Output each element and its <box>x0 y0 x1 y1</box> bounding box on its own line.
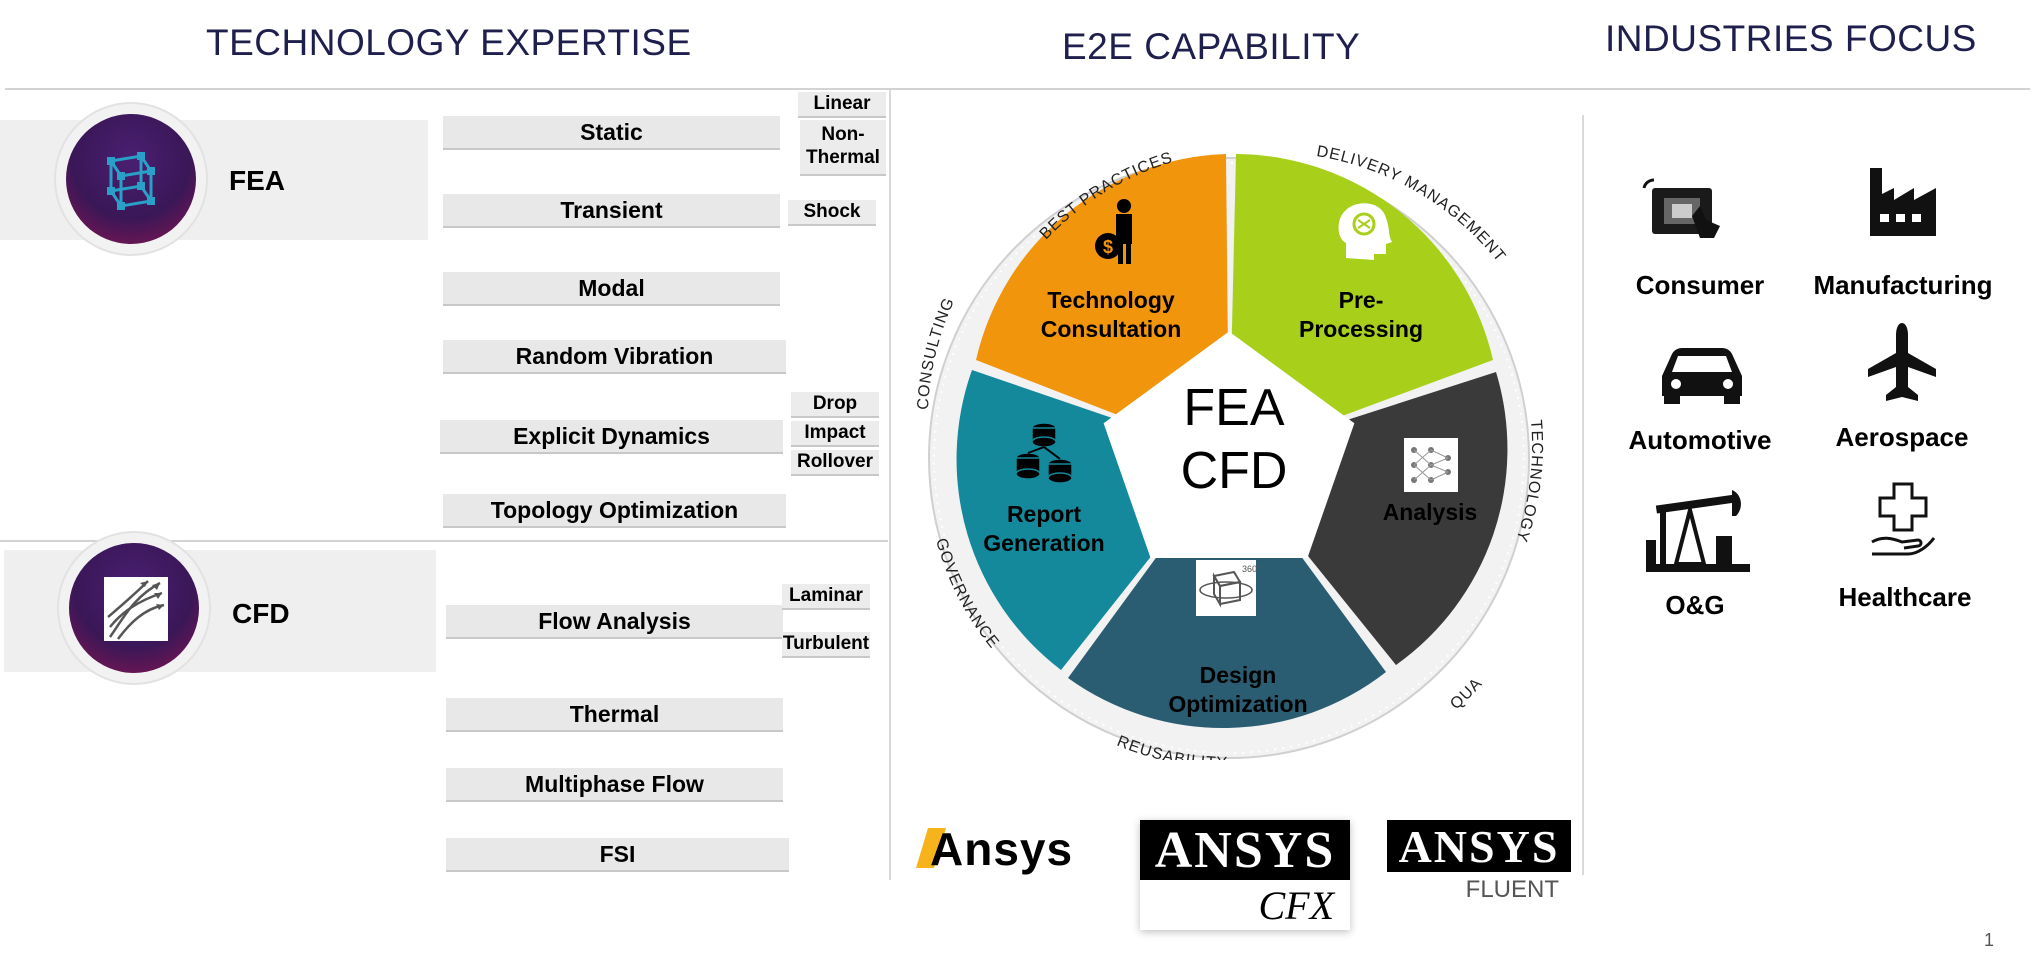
tag-non-thermal: Non- Thermal <box>800 120 886 176</box>
heading-industries-focus: INDUSTRIES FOCUS <box>1605 18 1977 59</box>
cfd-label: CFD <box>232 598 290 629</box>
industry-og: O&G <box>1665 590 1725 620</box>
industry-manufacturing: Manufacturing <box>1813 270 1993 300</box>
segment-label-generation: Generation <box>983 530 1104 556</box>
wheel-center-fea: FEA <box>1183 379 1284 437</box>
airplane-icon <box>1868 323 1936 401</box>
segment-label-optimization: Optimization <box>1168 691 1307 717</box>
e2e-capability-wheel: FEA CFD Technology Consultation Pre- Pro… <box>896 120 1544 760</box>
fea-cfd-divider <box>0 540 888 542</box>
industry-consumer: Consumer <box>1635 270 1765 300</box>
ansys-cfx-brand: ANSYS <box>1140 820 1350 880</box>
brain-head-icon <box>1338 203 1392 260</box>
database-stack-icon <box>1015 422 1073 484</box>
cfd-item-multiphase-flow: Multiphase Flow <box>446 768 783 802</box>
car-icon <box>1662 348 1742 404</box>
header-divider <box>5 88 2030 90</box>
fea-item-explicit-dynamics: Explicit Dynamics <box>440 420 783 454</box>
segment-label-report: Report <box>1007 501 1081 527</box>
industry-automotive: Automotive <box>1628 425 1772 455</box>
divider-right <box>1582 115 1584 875</box>
ansys-chevron-icon <box>916 828 946 868</box>
neural-network-icon <box>1404 438 1458 492</box>
fea-item-topology-optimization: Topology Optimization <box>443 494 786 528</box>
segment-label-processing: Processing <box>1299 316 1423 342</box>
svg-text:360°: 360° <box>1242 564 1261 574</box>
ansys-fluent-brand: ANSYS <box>1387 820 1571 872</box>
ansys-cfx-logo: ANSYS CFX <box>1140 820 1350 930</box>
ansys-cfx-sub: CFX <box>1258 883 1334 928</box>
factory-icon <box>1870 168 1936 236</box>
tag-drop: Drop <box>791 392 879 418</box>
fea-band <box>0 120 428 240</box>
hand-cross-icon <box>1871 482 1936 556</box>
heading-technology-expertise: TECHNOLOGY EXPERTISE <box>206 22 692 63</box>
ansys-fluent-sub: FLUENT <box>1465 876 1559 903</box>
page-number: 1 <box>1984 930 1995 950</box>
consultant-dollar-icon: $ <box>1095 199 1132 264</box>
fea-item-static: Static <box>443 116 780 150</box>
segment-label-design: Design <box>1200 662 1277 688</box>
ansys-logo: Ansys <box>916 820 1104 880</box>
fea-label: FEA <box>229 165 285 196</box>
flow-streamlines-icon <box>104 577 168 641</box>
segment-label-pre: Pre- <box>1339 287 1384 313</box>
tag-turbulent: Turbulent <box>782 632 870 658</box>
oil-pump-icon <box>1646 480 1750 572</box>
tag-impact: Impact <box>791 421 879 447</box>
touch-device-icon <box>1642 178 1720 238</box>
segment-label-consultation: Consultation <box>1041 316 1182 342</box>
ansys-logo-text: Ansys <box>930 823 1074 875</box>
divider-left <box>889 90 891 880</box>
wheel-center <box>1103 331 1355 558</box>
tag-shock: Shock <box>788 200 876 226</box>
fea-item-transient: Transient <box>443 194 780 228</box>
segment-label-analysis: Analysis <box>1383 499 1478 525</box>
cfd-item-fsi: FSI <box>446 838 789 872</box>
segment-label-technology: Technology <box>1047 287 1175 313</box>
industry-healthcare: Healthcare <box>1838 582 1972 612</box>
fea-item-random-vibration: Random Vibration <box>443 340 786 374</box>
ansys-fluent-logo: ANSYS FLUENT <box>1387 820 1571 910</box>
fea-item-modal: Modal <box>443 272 780 306</box>
fea-icon-circle <box>66 114 196 244</box>
tag-rollover: Rollover <box>791 450 879 476</box>
tag-linear: Linear <box>798 92 886 118</box>
svg-text:$: $ <box>1103 237 1113 257</box>
wheel-center-cfd: CFD <box>1181 442 1288 500</box>
heading-e2e-capability: E2E CAPABILITY <box>1062 26 1361 67</box>
cube-360-icon: 360° <box>1196 560 1261 616</box>
cube-network-icon <box>107 152 155 210</box>
cfd-item-flow-analysis: Flow Analysis <box>446 605 783 639</box>
industry-aerospace: Aerospace <box>1835 422 1969 452</box>
cfd-item-thermal: Thermal <box>446 698 783 732</box>
tag-laminar: Laminar <box>782 584 870 610</box>
